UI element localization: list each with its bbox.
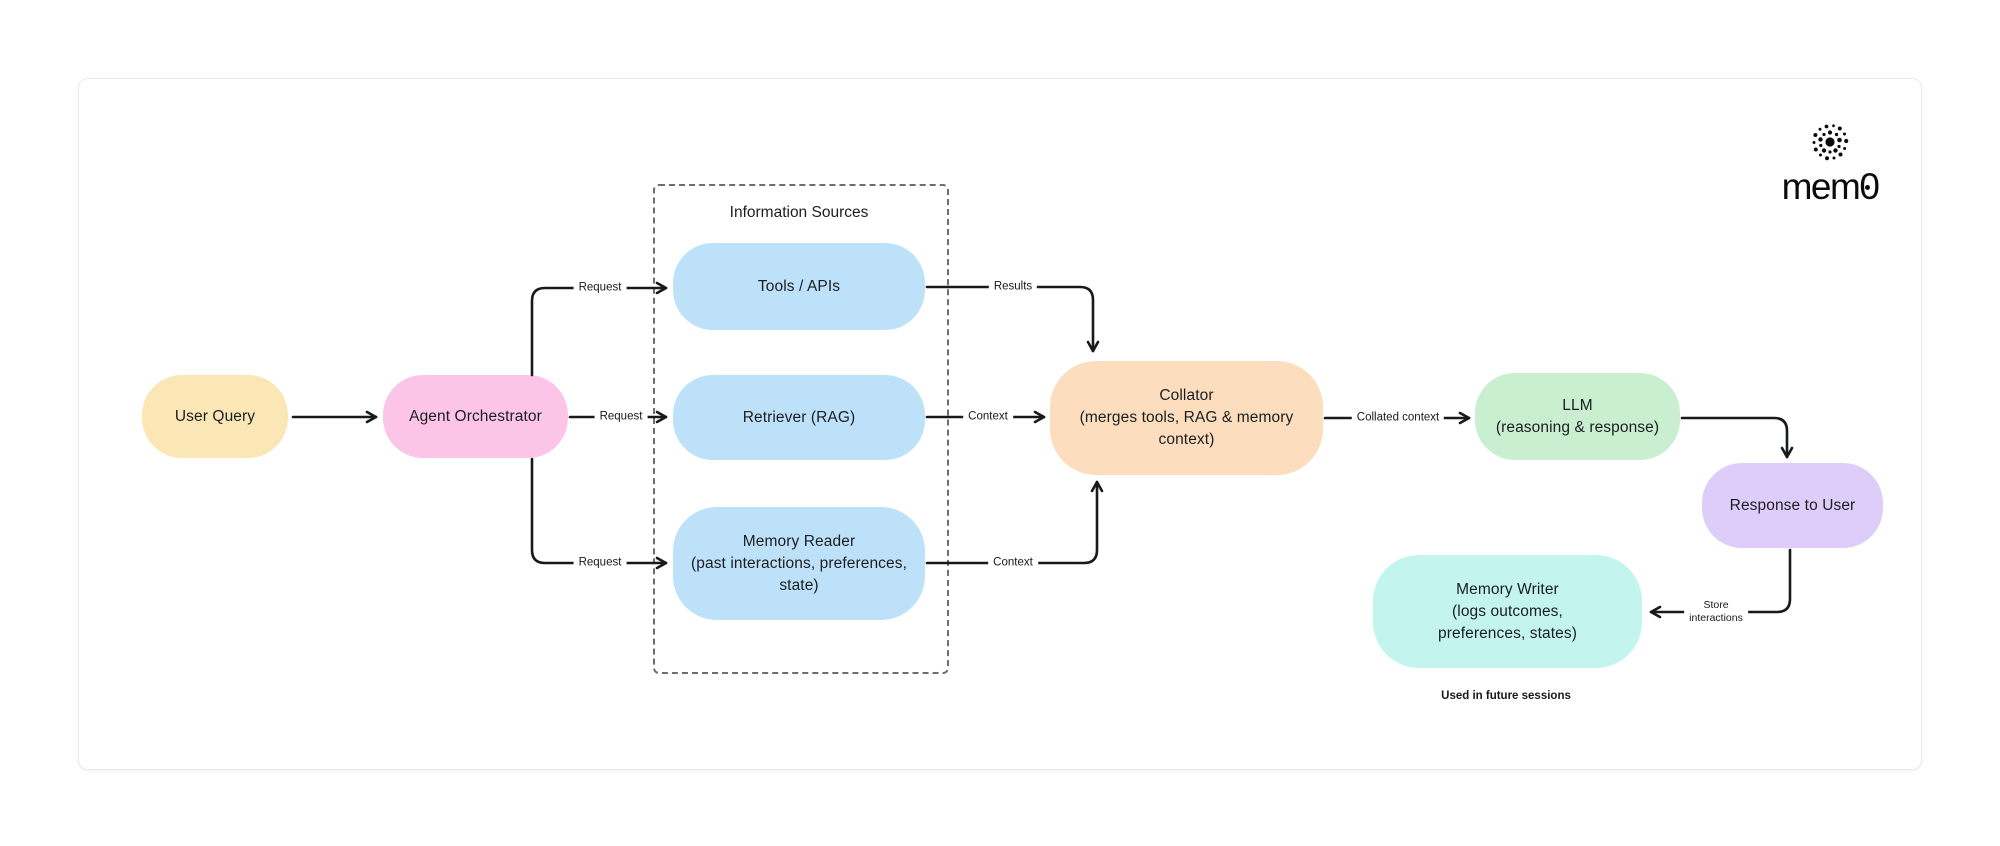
edge-label-results: Results <box>988 279 1038 295</box>
mem0-wordmark: mem0 <box>1781 166 1880 207</box>
future-sessions-note: Used in future sessions <box>1441 690 1571 702</box>
node-response-to-user: Response to User <box>1702 463 1883 548</box>
edge-label-store-interactions: Store interactions <box>1684 598 1748 626</box>
node-llm: LLM (reasoning & response) <box>1475 373 1680 460</box>
edge-label-context-retriever: Context <box>963 409 1013 425</box>
node-retriever-rag: Retriever (RAG) <box>673 375 925 460</box>
zero-center-dot <box>1865 185 1871 190</box>
node-agent-orchestrator-label: Agent Orchestrator <box>409 407 542 425</box>
node-memory-reader: Memory Reader (past interactions, prefer… <box>673 507 925 620</box>
mem0-logo: mem0 <box>1760 118 1900 213</box>
node-retriever-rag-label: Retriever (RAG) <box>742 408 856 426</box>
node-memory-writer-label: Memory Writer (logs outcomes, preference… <box>1438 580 1577 642</box>
edge-label-collated-context: Collated context <box>1351 410 1445 426</box>
node-user-query: User Query <box>142 375 288 458</box>
edge-label-request-memory: Request <box>573 555 627 571</box>
information-sources-group <box>653 184 949 674</box>
information-sources-title: Information Sources <box>729 204 869 221</box>
edge-label-request-retriever: Request <box>594 409 648 425</box>
node-tools-apis: Tools / APIs <box>673 243 925 330</box>
node-collator-label: Collator (merges tools, RAG & memory con… <box>1079 387 1294 448</box>
node-tools-apis-label: Tools / APIs <box>757 277 841 295</box>
mem0-dots-logo-icon <box>1812 124 1849 161</box>
edge-label-context-memory: Context <box>988 555 1038 571</box>
node-memory-reader-label: Memory Reader (past interactions, prefer… <box>691 532 907 594</box>
node-memory-writer: Memory Writer (logs outcomes, preference… <box>1373 555 1642 668</box>
node-response-to-user-label: Response to User <box>1729 496 1856 514</box>
node-agent-orchestrator: Agent Orchestrator <box>383 375 568 458</box>
node-user-query-label: User Query <box>174 407 256 425</box>
node-llm-label: LLM (reasoning & response) <box>1495 396 1660 436</box>
mem0-wordmark-text: mem0 <box>1781 166 1880 207</box>
edge-label-request-tools: Request <box>573 280 627 296</box>
node-collator: Collator (merges tools, RAG & memory con… <box>1050 361 1323 475</box>
